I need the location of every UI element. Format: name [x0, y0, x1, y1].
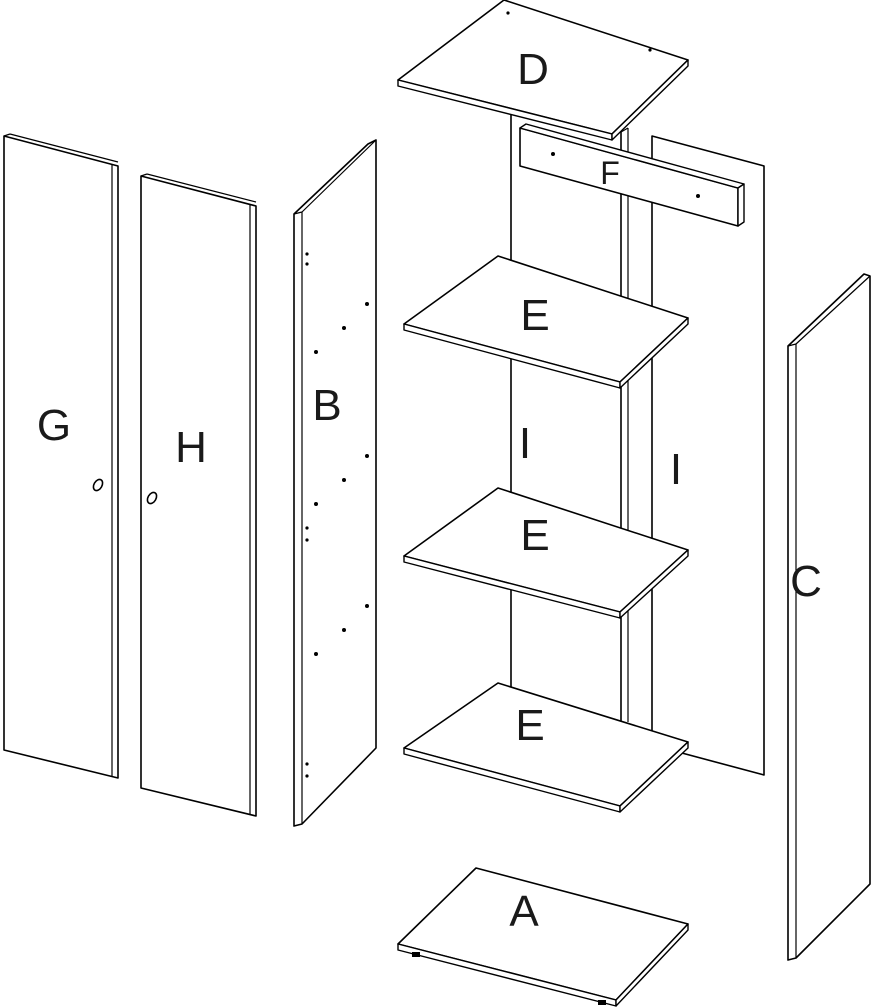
- door-g: [3, 133, 119, 779]
- label-h: H: [175, 423, 207, 472]
- label-g: G: [37, 401, 71, 450]
- label-b: B: [312, 381, 341, 430]
- shelf-e-middle: [403, 487, 689, 619]
- back-panel-i-left: [510, 99, 629, 727]
- door-h: [140, 173, 257, 817]
- label-c: C: [790, 557, 822, 606]
- top-panel-d: [397, 0, 689, 141]
- side-panel-c: [787, 273, 871, 961]
- shelf-e-bottom: [403, 682, 689, 813]
- rail-f: [519, 123, 745, 227]
- shelf-e-top: [403, 255, 689, 389]
- label-a: A: [509, 887, 539, 936]
- base-panel-a: [397, 867, 689, 1007]
- label-i-right: I: [670, 445, 682, 494]
- label-d: D: [517, 45, 549, 94]
- side-panel-b: [293, 139, 377, 827]
- label-e-top: E: [520, 291, 549, 340]
- label-e-bottom: E: [515, 701, 544, 750]
- back-panel-i-right: [651, 135, 765, 776]
- label-f: F: [600, 155, 620, 191]
- label-e-middle: E: [520, 511, 549, 560]
- label-i-left: I: [519, 419, 531, 468]
